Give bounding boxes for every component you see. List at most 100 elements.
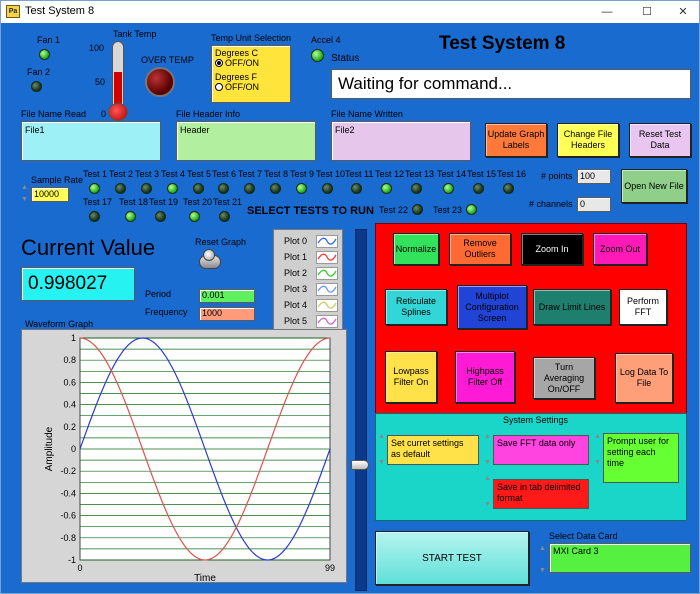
- test-9-led[interactable]: [296, 183, 307, 194]
- frequency-label: Frequency: [145, 307, 188, 317]
- spin-up-arrow-icon[interactable]: ▲: [484, 433, 491, 440]
- file-name-written-field[interactable]: File2: [331, 121, 471, 161]
- prompt-user-setting[interactable]: Prompt user for setting each time: [603, 433, 679, 483]
- test-22-led[interactable]: [412, 204, 423, 215]
- test-17-led[interactable]: [89, 211, 100, 222]
- y-tick-label: 0.6: [63, 377, 76, 387]
- save-tab-spinner[interactable]: ▲▼: [483, 475, 492, 509]
- plot-legend-item[interactable]: Plot 2: [274, 266, 340, 282]
- save-tab-delimited-setting[interactable]: Save in tab delimited format: [493, 479, 589, 509]
- test-19-led[interactable]: [155, 211, 166, 222]
- spin-down-arrow-icon[interactable]: ▼: [484, 501, 491, 508]
- spin-up-arrow-icon[interactable]: ▲: [378, 433, 385, 440]
- test-23-led[interactable]: [466, 204, 477, 215]
- plot-legend-label: Plot 1: [284, 252, 308, 262]
- sample-rate-spinner[interactable]: ▲▼: [20, 184, 29, 204]
- test-6-led[interactable]: [218, 183, 229, 194]
- test-20-led[interactable]: [189, 211, 200, 222]
- test-13-led[interactable]: [411, 183, 422, 194]
- test-5-label: Test 5: [187, 169, 212, 179]
- test-16-led[interactable]: [503, 183, 514, 194]
- maximize-button[interactable]: ☐: [642, 6, 652, 18]
- degrees-c-radio[interactable]: OFF/ON: [215, 58, 287, 68]
- slider-thumb-icon[interactable]: [351, 460, 369, 470]
- current-value-label: Current Value: [21, 235, 156, 260]
- plot-legend-item[interactable]: Plot 3: [274, 282, 340, 298]
- test-2-led[interactable]: [115, 183, 126, 194]
- spin-up-arrow-icon[interactable]: ▲: [484, 475, 491, 482]
- test-4-led[interactable]: [167, 183, 178, 194]
- data-card-spinner[interactable]: ▲▼: [538, 545, 547, 575]
- test-14-led[interactable]: [443, 183, 454, 194]
- waveform-graph-title: Waveform Graph: [25, 319, 94, 329]
- spin-down-arrow-icon[interactable]: ▼: [539, 567, 546, 574]
- test-23-label: Test 23: [433, 205, 463, 215]
- test-18-led[interactable]: [125, 211, 136, 222]
- spin-up-arrow-icon[interactable]: ▲: [594, 433, 601, 440]
- normalize-button[interactable]: Normalize: [393, 233, 439, 265]
- highpass-filter-button[interactable]: Highpass Filter Off: [455, 351, 515, 403]
- remove-outliers-button[interactable]: Remove Outliers: [449, 233, 511, 265]
- start-test-button[interactable]: START TEST: [375, 531, 529, 585]
- close-button[interactable]: ✕: [678, 6, 688, 18]
- channels-field[interactable]: 0: [577, 197, 611, 212]
- test-5-led[interactable]: [193, 183, 204, 194]
- reset-graph-toggle[interactable]: [199, 249, 221, 271]
- spin-down-arrow-icon[interactable]: ▼: [21, 196, 28, 203]
- plot-legend-label: Plot 0: [284, 236, 308, 246]
- plot-legend-item[interactable]: Plot 4: [274, 298, 340, 314]
- save-fft-only-setting[interactable]: Save FFT data only: [493, 435, 589, 465]
- lowpass-filter-button[interactable]: Lowpass Filter On: [385, 351, 437, 403]
- vertical-slider[interactable]: [351, 229, 369, 591]
- test-12-led[interactable]: [381, 183, 392, 194]
- prompt-user-spinner[interactable]: ▲▼: [593, 433, 602, 467]
- tank-tick-0: 0: [101, 109, 107, 119]
- plot-legend-item[interactable]: Plot 0: [274, 234, 340, 250]
- draw-limit-lines-button[interactable]: Draw Limit Lines: [533, 289, 611, 325]
- test-7-led[interactable]: [244, 183, 255, 194]
- test-11-led[interactable]: [351, 183, 362, 194]
- update-graph-labels-button[interactable]: Update Graph Labels: [485, 123, 547, 157]
- set-current-spinner[interactable]: ▲▼: [377, 433, 386, 467]
- spin-up-arrow-icon[interactable]: ▲: [21, 184, 28, 191]
- change-file-headers-button[interactable]: Change File Headers: [557, 123, 619, 157]
- test-10-label: Test 10: [316, 169, 346, 179]
- test-21-led[interactable]: [219, 211, 230, 222]
- minimize-button[interactable]: —: [601, 6, 613, 18]
- fan1-led: [39, 49, 50, 60]
- test-10-led[interactable]: [322, 183, 333, 194]
- test-3-led[interactable]: [141, 183, 152, 194]
- test-15-led[interactable]: [473, 183, 484, 194]
- frequency-field[interactable]: 1000: [199, 307, 255, 321]
- data-card-selector[interactable]: MXI Card 3: [549, 543, 691, 573]
- test-8-led[interactable]: [270, 183, 281, 194]
- spin-down-arrow-icon[interactable]: ▼: [378, 459, 385, 466]
- plot-legend-item[interactable]: Plot 1: [274, 250, 340, 266]
- plot-legend-label: Plot 5: [284, 316, 308, 326]
- degrees-f-radio[interactable]: OFF/ON: [215, 82, 287, 92]
- multiplot-configuration-button[interactable]: Multiplot Configuration Screen: [457, 285, 527, 329]
- degrees-f-state: OFF/ON: [225, 82, 259, 92]
- reticulate-splines-button[interactable]: Reticulate Splines: [385, 289, 447, 325]
- averaging-toggle-button[interactable]: Turn Averaging On/OFF: [533, 357, 595, 399]
- set-current-default-setting[interactable]: Set curret settings as default: [387, 435, 479, 465]
- thermometer-icon: [108, 41, 128, 121]
- open-new-file-button[interactable]: Open New File: [621, 169, 687, 203]
- zoom-out-button[interactable]: Zoom Out: [593, 233, 647, 265]
- test-22-label: Test 22: [379, 205, 409, 215]
- points-field[interactable]: 100: [577, 169, 611, 184]
- spin-down-arrow-icon[interactable]: ▼: [484, 459, 491, 466]
- file-header-field[interactable]: Header: [176, 121, 316, 161]
- plot-legend-item[interactable]: Plot 5: [274, 314, 340, 330]
- log-data-button[interactable]: Log Data To File: [615, 353, 673, 403]
- spin-down-arrow-icon[interactable]: ▼: [594, 459, 601, 466]
- spin-up-arrow-icon[interactable]: ▲: [539, 545, 546, 552]
- save-fft-spinner[interactable]: ▲▼: [483, 433, 492, 467]
- sample-rate-field[interactable]: 10000: [31, 187, 69, 202]
- reset-test-data-button[interactable]: Reset Test Data: [629, 123, 691, 157]
- file-name-read-field[interactable]: File1: [21, 121, 161, 161]
- zoom-in-button[interactable]: Zoom In: [521, 233, 583, 265]
- perform-fft-button[interactable]: Perform FFT: [619, 289, 667, 325]
- test-1-led[interactable]: [89, 183, 100, 194]
